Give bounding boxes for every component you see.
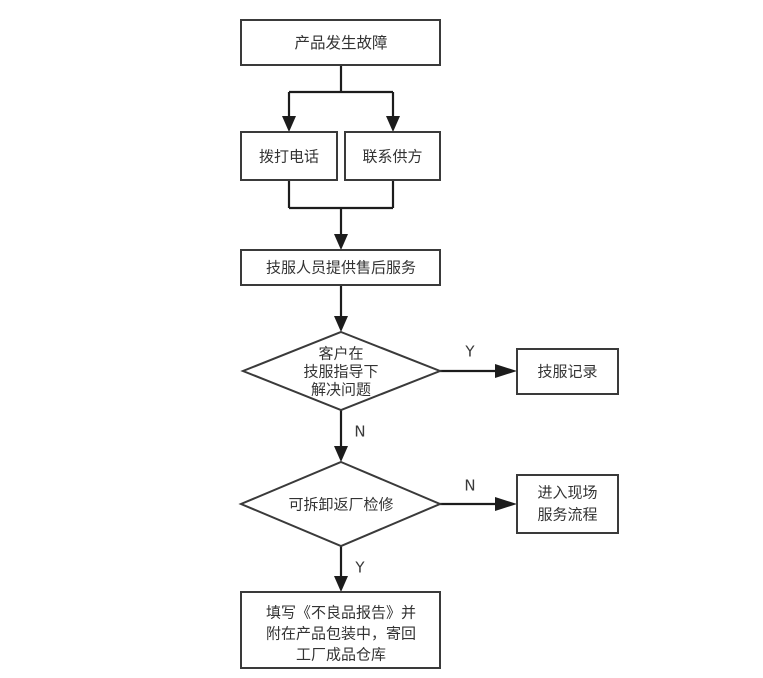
node-call-phone-label: 拨打电话 bbox=[259, 148, 319, 166]
node-onsite-service-shape[interactable] bbox=[516, 474, 619, 534]
node-after-sales-service-label: 技服人员提供售后服务 bbox=[266, 259, 416, 277]
node-defect-report-label-line1: 填写《不良品报告》并 bbox=[266, 604, 416, 622]
node-start[interactable]: 产品发生故障 bbox=[240, 19, 441, 66]
connector-merge-to-after-sales bbox=[287, 180, 395, 250]
arrow-head-defect-report bbox=[334, 576, 348, 592]
branch-label-customer-solves-no: N bbox=[354, 423, 365, 441]
node-return-to-factory-shape[interactable] bbox=[238, 460, 443, 548]
node-onsite-service-label-line1: 进入现场 bbox=[537, 484, 597, 502]
node-call-phone[interactable]: 拨打电话 bbox=[240, 131, 338, 181]
node-service-record-shape[interactable] bbox=[516, 348, 619, 395]
arrow-head-contact-supplier bbox=[386, 116, 400, 132]
node-customer-solves[interactable]: 客户在 技服指导下 解决问题 bbox=[240, 330, 443, 412]
node-onsite-service-label-line2: 服务流程 bbox=[537, 506, 597, 524]
node-customer-solves-shape[interactable] bbox=[240, 330, 443, 412]
node-return-to-factory[interactable]: 可拆卸返厂检修 bbox=[238, 460, 443, 548]
node-defect-report[interactable]: 填写《不良品报告》并 附在产品包装中，寄回 工厂成品仓库 bbox=[240, 591, 441, 669]
node-defect-report-label-line3: 工厂成品仓库 bbox=[296, 646, 386, 664]
arrow-head-decision1 bbox=[334, 316, 348, 332]
node-start-label: 产品发生故障 bbox=[294, 34, 387, 52]
connector-decision2-no-to-onsite bbox=[440, 497, 517, 511]
node-contact-supplier-shape[interactable] bbox=[344, 131, 441, 181]
node-after-sales-service-shape[interactable] bbox=[240, 249, 441, 286]
node-onsite-service[interactable]: 进入现场 服务流程 bbox=[516, 474, 619, 534]
node-after-sales-service[interactable]: 技服人员提供售后服务 bbox=[240, 249, 441, 286]
node-service-record[interactable]: 技服记录 bbox=[516, 348, 619, 395]
arrow-head-after-sales bbox=[334, 234, 348, 250]
node-customer-solves-label-line1: 客户在 bbox=[318, 345, 363, 363]
node-customer-solves-label-line2: 技服指导下 bbox=[303, 363, 378, 381]
connector-decision1-yes-to-service-record bbox=[440, 364, 517, 378]
arrow-head-onsite-service bbox=[495, 497, 517, 511]
node-contact-supplier[interactable]: 联系供方 bbox=[344, 131, 441, 181]
node-contact-supplier-label: 联系供方 bbox=[362, 148, 422, 166]
node-defect-report-shape[interactable] bbox=[240, 591, 441, 669]
arrow-head-decision2 bbox=[334, 446, 348, 462]
node-call-phone-shape[interactable] bbox=[240, 131, 338, 181]
node-customer-solves-label-line3: 解决问题 bbox=[311, 381, 371, 399]
node-defect-report-label-line2: 附在产品包装中，寄回 bbox=[266, 625, 416, 643]
connector-decision2-yes-to-defect-report bbox=[334, 546, 348, 592]
branch-label-return-to-factory-yes: Y bbox=[354, 559, 365, 577]
node-start-shape[interactable] bbox=[240, 19, 441, 66]
arrow-head-service-record bbox=[495, 364, 517, 378]
arrow-head-call-phone bbox=[282, 116, 296, 132]
connector-decision1-no-to-decision2 bbox=[334, 410, 348, 462]
branch-label-customer-solves-yes: Y bbox=[464, 343, 475, 361]
node-return-to-factory-label: 可拆卸返厂检修 bbox=[288, 496, 393, 514]
node-service-record-label: 技服记录 bbox=[537, 363, 597, 381]
connector-start-to-split bbox=[282, 65, 400, 132]
connector-after-sales-to-decision1 bbox=[334, 285, 348, 332]
branch-label-return-to-factory-no: N bbox=[464, 477, 475, 495]
